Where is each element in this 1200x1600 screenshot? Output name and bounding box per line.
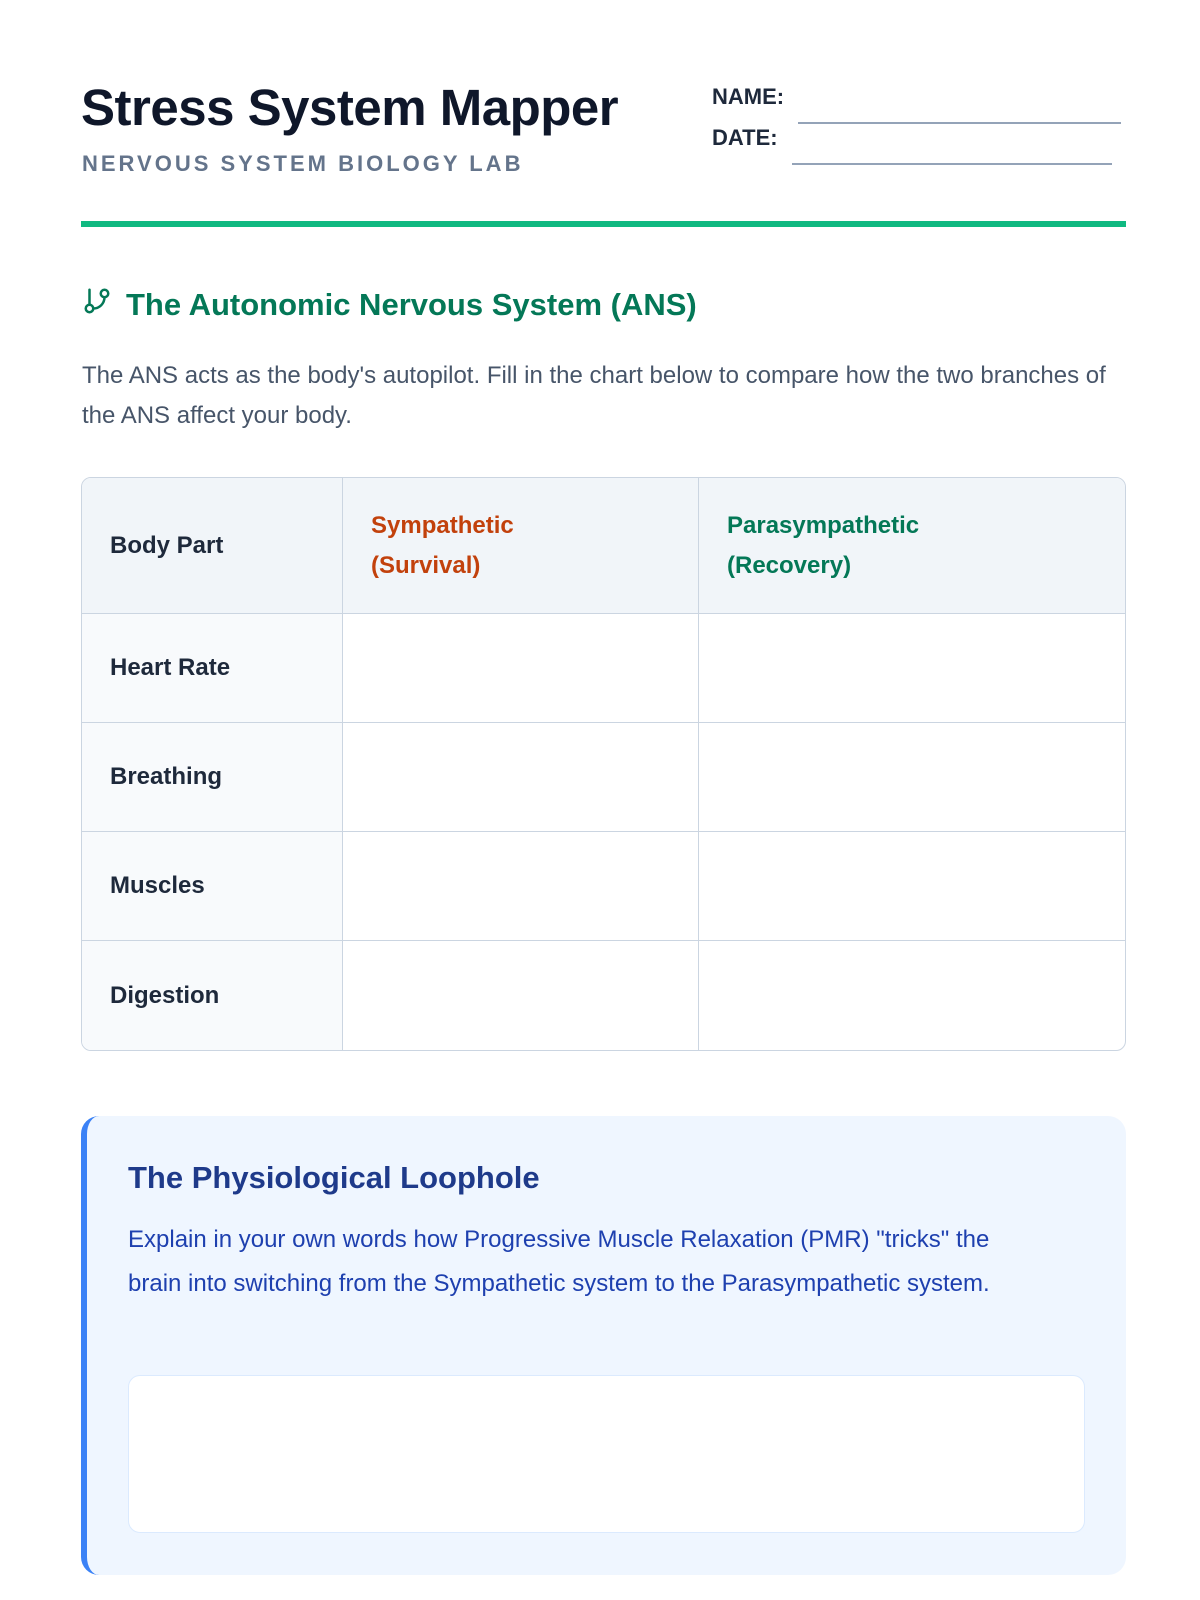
- callout-prompt: Explain in your own words how Progressiv…: [128, 1226, 990, 1297]
- date-label: DATE:: [712, 125, 778, 150]
- body-part-cell: Heart Rate: [82, 614, 343, 723]
- header-divider: [81, 221, 1126, 227]
- section-intro: The ANS acts as the body's autopilot. Fi…: [82, 362, 1106, 429]
- sympathetic-answer-cell[interactable]: [343, 614, 699, 723]
- section-heading: The Autonomic Nervous System (ANS): [82, 285, 697, 325]
- name-input-line[interactable]: [798, 122, 1122, 124]
- parasympathetic-answer-cell[interactable]: [699, 832, 1125, 941]
- header-parasympathetic: Parasympathetic (Recovery): [699, 478, 1125, 614]
- sympathetic-answer-cell[interactable]: [343, 941, 699, 1050]
- name-field: NAME:: [712, 84, 1122, 124]
- body-part-cell: Digestion: [82, 941, 343, 1050]
- date-input-line[interactable]: [791, 163, 1112, 165]
- page-subtitle: NERVOUS SYSTEM BIOLOGY LAB: [82, 151, 524, 176]
- table-row: Muscles: [82, 832, 1125, 941]
- answer-textarea[interactable]: [128, 1375, 1085, 1533]
- body-part-cell: Breathing: [82, 723, 343, 832]
- table-header-row: Body Part Sympathetic (Survival) Parasym…: [82, 478, 1125, 614]
- body-part-cell: Muscles: [82, 832, 343, 941]
- date-field: DATE:: [712, 125, 1112, 165]
- header-body-part: Body Part: [82, 478, 343, 614]
- branch-icon: [82, 285, 112, 325]
- table-row: Digestion: [82, 941, 1125, 1050]
- table-row: Heart Rate: [82, 614, 1125, 723]
- callout-title: The Physiological Loophole: [128, 1160, 540, 1195]
- section-title: The Autonomic Nervous System (ANS): [126, 287, 697, 322]
- sympathetic-answer-cell[interactable]: [343, 832, 699, 941]
- ans-comparison-table: Body Part Sympathetic (Survival) Parasym…: [81, 477, 1126, 1051]
- loophole-callout: The Physiological Loophole Explain in yo…: [81, 1116, 1126, 1575]
- table-row: Breathing: [82, 723, 1125, 832]
- parasympathetic-answer-cell[interactable]: [699, 614, 1125, 723]
- parasympathetic-answer-cell[interactable]: [699, 723, 1125, 832]
- parasympathetic-answer-cell[interactable]: [699, 941, 1125, 1050]
- header-sympathetic: Sympathetic (Survival): [343, 478, 699, 614]
- sympathetic-answer-cell[interactable]: [343, 723, 699, 832]
- name-label: NAME:: [712, 84, 785, 109]
- page-title: Stress System Mapper: [81, 79, 619, 136]
